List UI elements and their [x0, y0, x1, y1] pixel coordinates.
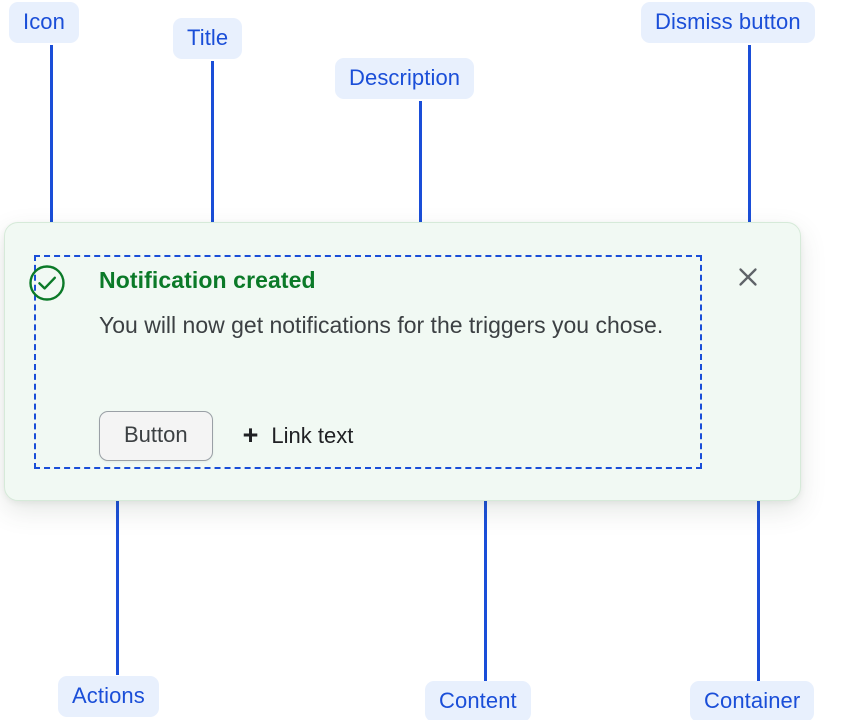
notification-content: Notification created You will now get no…: [29, 255, 702, 469]
action-button[interactable]: Button: [99, 411, 213, 462]
leader-line-content: [484, 477, 487, 681]
close-icon: [736, 265, 760, 292]
dismiss-button[interactable]: [729, 259, 767, 297]
leader-line-dismiss: [748, 45, 751, 248]
notification-actions: Button + Link text: [99, 411, 354, 462]
leader-line-title: [211, 61, 214, 260]
leader-line-actions: [116, 471, 119, 675]
annotation-label-icon: Icon: [9, 2, 79, 44]
plus-icon: +: [242, 419, 259, 450]
leader-line-container: [757, 477, 760, 681]
annotation-label-content: Content: [425, 681, 531, 720]
notification-title: Notification created: [99, 267, 316, 293]
annotation-label-title: Title: [173, 18, 243, 60]
check-circle-icon: [27, 263, 67, 303]
annotation-label-actions: Actions: [58, 676, 159, 718]
add-link-action[interactable]: + Link text: [242, 419, 354, 450]
link-text-label: Link text: [271, 423, 354, 448]
annotation-label-dismiss: Dismiss button: [641, 2, 815, 44]
annotation-label-container: Container: [690, 681, 815, 720]
leader-line-icon: [50, 45, 53, 252]
notification-text-block: Notification created You will now get no…: [99, 257, 699, 346]
annotation-label-description: Description: [335, 58, 475, 100]
notification-container: Notification created You will now get no…: [4, 222, 801, 501]
notification-description: You will now get notifications for the t…: [99, 312, 664, 339]
leader-line-description: [419, 101, 422, 299]
